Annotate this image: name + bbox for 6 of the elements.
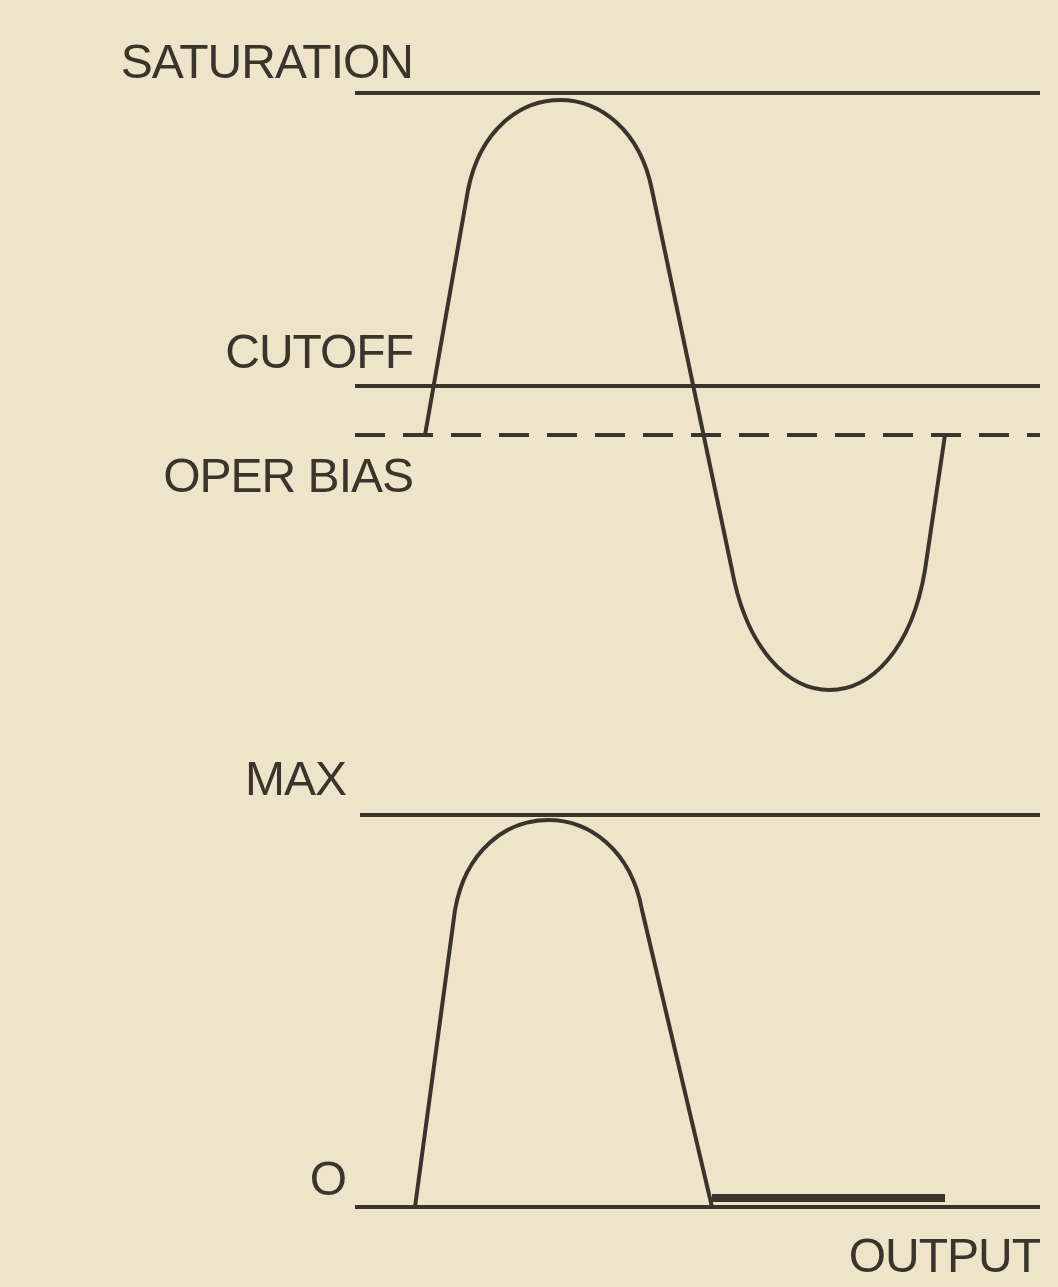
level-label: CUTOFF bbox=[225, 328, 413, 376]
level-label: SATURATION bbox=[120, 38, 413, 86]
axis-label: OUTPUT bbox=[848, 1232, 1040, 1280]
level-label: O bbox=[309, 1155, 346, 1203]
level-label: OPER BIAS bbox=[163, 452, 413, 500]
level-label: MAX bbox=[245, 755, 346, 803]
